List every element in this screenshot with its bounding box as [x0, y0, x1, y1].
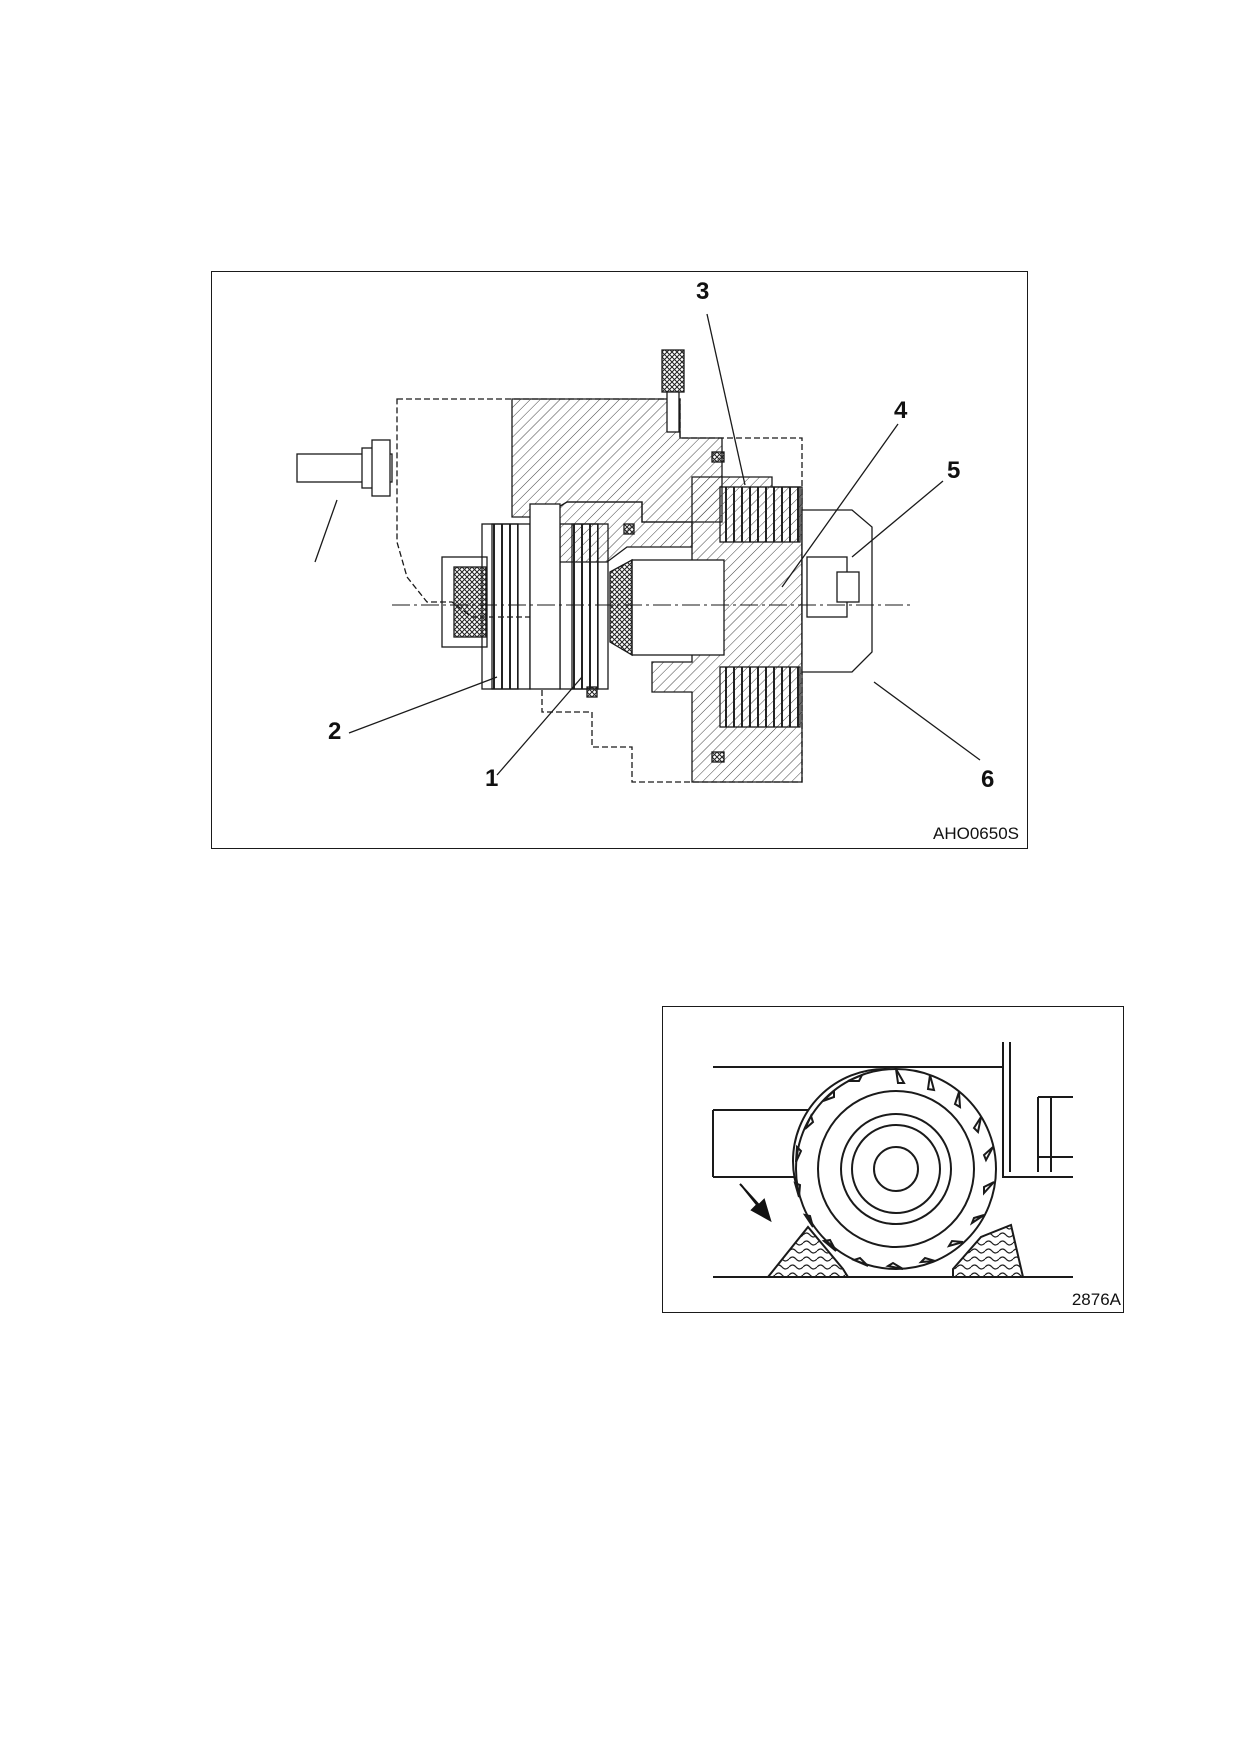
- spring-pack-lower: [719, 666, 801, 728]
- figure-brake-cross-section: 1 2 3 4 5 6 AHO0650S: [211, 271, 1028, 849]
- brake-cross-section-drawing: [296, 313, 981, 783]
- piston: [631, 559, 725, 656]
- bleed-valve: [661, 349, 685, 393]
- friction-disc-2: [491, 523, 519, 690]
- hub-left: [453, 566, 487, 638]
- leader-shaft: [314, 499, 338, 563]
- callout-5: 5: [947, 457, 961, 484]
- arrow-icon: [739, 1183, 772, 1223]
- figure-wheel-chocks: 2876A: [662, 1006, 1124, 1313]
- leader-4: [781, 423, 899, 588]
- wheel-chock-rear: [952, 1223, 1025, 1278]
- tyre: [795, 1068, 997, 1270]
- callout-1: 1: [485, 765, 499, 792]
- leader-6: [873, 681, 981, 761]
- leader-1: [496, 676, 583, 776]
- leader-2: [348, 676, 498, 734]
- leader-3: [706, 313, 746, 486]
- figure-code: AHO0650S: [933, 824, 1019, 843]
- wheel-chock-front: [765, 1225, 850, 1278]
- spring-pack-upper: [719, 486, 801, 543]
- leader-5: [851, 480, 944, 558]
- callout-4: 4: [894, 397, 908, 424]
- wheel-chocks-drawing: [712, 1042, 1073, 1278]
- tyre-tread: [793, 1068, 995, 1270]
- callout-3: 3: [696, 278, 710, 305]
- figure-code: 2876A: [1071, 1290, 1121, 1309]
- friction-disc-1: [571, 523, 599, 690]
- callout-2: 2: [328, 718, 342, 745]
- housing-outline: [396, 398, 803, 783]
- callout-6: 6: [981, 766, 995, 793]
